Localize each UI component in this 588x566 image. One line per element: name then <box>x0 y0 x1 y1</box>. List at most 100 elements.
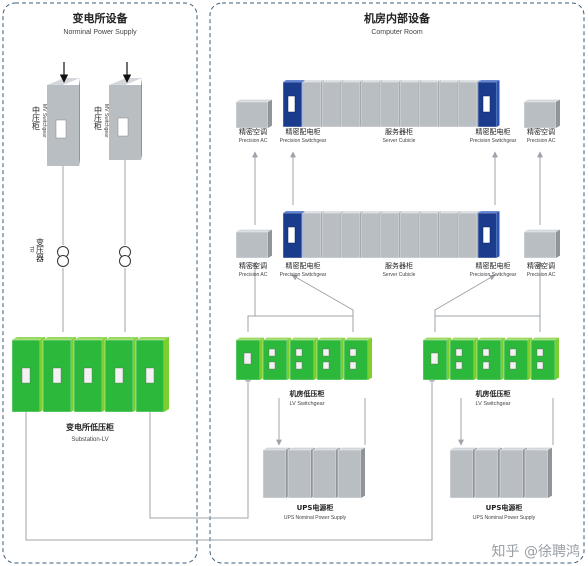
precision-ac <box>235 99 272 129</box>
server-cubicle <box>360 211 383 259</box>
precision-ac <box>523 99 560 129</box>
pdu-label-lower-right-en: Precision Switchgear <box>470 272 517 278</box>
lv-cabinet-window <box>322 348 330 357</box>
pdu-label-lower-left: 精密配电柜 <box>286 261 321 270</box>
substation-lv-label: 变电所低压柜 <box>66 422 114 432</box>
ups-cabinet <box>287 447 315 499</box>
precision-ac <box>235 229 272 259</box>
lv-cabinet-window <box>536 361 544 370</box>
ac-label-lower-right-en: Precision AC <box>527 272 556 278</box>
server-row-upper <box>282 80 500 128</box>
substation-lv-label-en: Substation-LV <box>71 437 108 443</box>
lv-cabinet-window <box>268 361 276 370</box>
lv-cabinet-window <box>482 361 490 370</box>
server-cubicle <box>399 211 422 259</box>
lv-cabinet-window <box>349 361 357 370</box>
server-cubicle <box>302 80 324 128</box>
ups-cabinet <box>449 447 477 499</box>
precision-switchgear <box>477 211 500 259</box>
server-row-lower <box>282 211 500 259</box>
lv-cabinet <box>343 337 372 381</box>
transformer-label: 变压器 <box>36 237 45 263</box>
substation-lv-switchgear <box>11 337 169 413</box>
precision-switchgear <box>282 80 305 128</box>
ac-label-lower-right: 精密空调 <box>527 261 555 270</box>
server-cubicle <box>302 211 324 259</box>
lv-cabinet-window <box>83 367 93 384</box>
server-label-upper: 服务器柜 <box>385 127 413 136</box>
server-label-upper-en: Server Cubicle <box>383 138 416 144</box>
substation-title-en: Norminal Power Supply <box>63 29 137 36</box>
pdu-window <box>287 95 296 113</box>
ups-cabinet <box>499 447 527 499</box>
mv-label-right: 中压柜 <box>94 105 103 131</box>
pdu-window <box>482 95 491 113</box>
mv-label-left-en: MV Switchgear <box>41 104 47 138</box>
mv-label-left: 中压柜 <box>32 105 41 131</box>
ac-label-lower-left-en: Precision AC <box>239 272 268 278</box>
room-lv-switchgear <box>235 337 559 381</box>
precision-ac-units <box>235 99 560 259</box>
lv-cabinet-window <box>114 367 124 384</box>
lv-cabinet-window <box>268 348 276 357</box>
server-cubicle <box>419 80 441 128</box>
lv-cabinet-window <box>536 348 544 357</box>
connection-lines <box>25 151 554 541</box>
mv-switchgear-right <box>109 62 142 160</box>
computer-room-title-cn: 机房内部设备 <box>364 11 431 25</box>
lv-cabinet-window <box>455 348 463 357</box>
lv-cabinet <box>449 337 478 381</box>
pdu-window <box>482 226 491 244</box>
transformer-icon <box>57 246 69 267</box>
room-lv-label-left: 机房低压柜 <box>290 389 325 398</box>
ac-label-upper-left-en: Precision AC <box>239 138 268 144</box>
ups-label-left: UPS电源柜 <box>297 503 334 512</box>
lv-cabinet-window <box>145 367 155 384</box>
pdu-label-upper-left-en: Precision Switchgear <box>280 138 327 144</box>
ups-cabinet <box>524 447 552 499</box>
lv-cabinet-window <box>21 367 31 384</box>
transformer-label-en: TR <box>28 246 34 253</box>
lv-cabinet <box>530 337 559 381</box>
pdu-label-lower-right: 精密配电柜 <box>476 261 511 270</box>
ups-label-left-en: UPS Nominal Power Supply <box>284 515 347 521</box>
transformer-icon <box>119 246 131 267</box>
lv-cabinet <box>104 337 138 413</box>
ac-label-upper-right-en: Precision AC <box>527 138 556 144</box>
pdu-window <box>287 226 296 244</box>
lv-cabinet <box>422 337 451 381</box>
server-cubicle <box>419 211 441 259</box>
pdu-label-upper-right: 精密配电柜 <box>476 127 511 136</box>
ac-label-upper-right: 精密空调 <box>527 127 555 136</box>
lv-cabinet <box>316 337 345 381</box>
lv-cabinet <box>262 337 291 381</box>
lv-cabinet <box>135 337 169 413</box>
lv-cabinet <box>289 337 318 381</box>
substation-title-cn: 变电所设备 <box>73 11 129 25</box>
room-lv-label-left-en: LV Switchgear <box>289 401 324 407</box>
ups-cabinet <box>312 447 340 499</box>
ups-label-right: UPS电源柜 <box>486 503 523 512</box>
ups-cabinet <box>337 447 365 499</box>
lv-cabinet-window <box>52 367 62 384</box>
lv-cabinet-window <box>455 361 463 370</box>
lv-cabinet <box>476 337 505 381</box>
precision-switchgear <box>477 80 500 128</box>
lv-cabinet-window <box>295 348 303 357</box>
server-cubicle <box>438 211 461 259</box>
computer-room-region <box>209 2 585 564</box>
computer-room-title-en: Computer Room <box>371 29 423 36</box>
precision-switchgear <box>282 211 305 259</box>
server-cubicle <box>341 80 363 128</box>
server-cubicle <box>360 80 383 128</box>
ups-label-right-en: UPS Nominal Power Supply <box>473 515 536 521</box>
room-lv-label-right-en: LV Switchgear <box>475 401 510 407</box>
server-cubicle <box>380 80 402 128</box>
lv-cabinet-window <box>509 361 517 370</box>
lv-cabinet-window <box>509 348 517 357</box>
ups-cabinet <box>474 447 502 499</box>
ups-cabinets <box>262 447 552 499</box>
server-cubicle <box>380 211 402 259</box>
server-label-lower-en: Server Cubicle <box>383 272 416 278</box>
